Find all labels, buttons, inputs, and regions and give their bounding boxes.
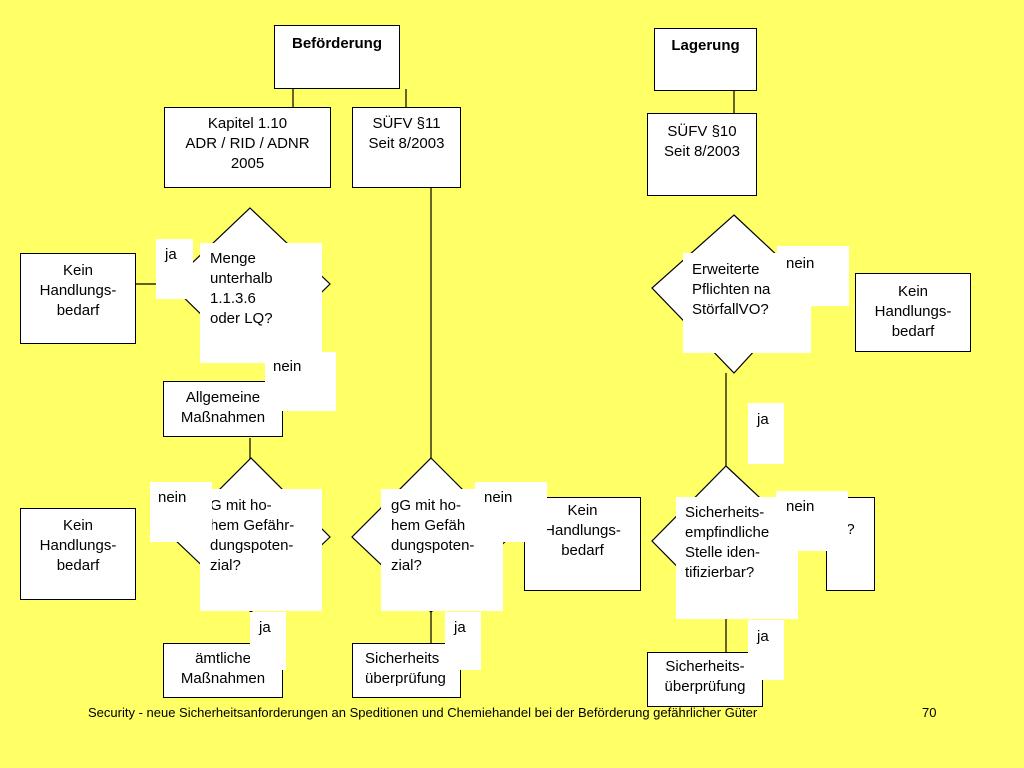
label-nein-2: nein [777, 246, 849, 306]
storage-box: Lagerung [654, 28, 757, 91]
no-action-mid-bottom: Kein Handlungs- bedarf [524, 497, 641, 591]
no-action-left-bottom: Kein Handlungs- bedarf [20, 508, 136, 600]
label-ja-3: ja [250, 612, 286, 670]
suefv11-box: SÜFV §11 Seit 8/2003 [352, 107, 461, 188]
security-check-mid-text: Sicherheits überprüfung [365, 650, 446, 687]
general-measures-text: Allgemeine Maßnahmen [180, 389, 266, 426]
label-ja-1: ja [156, 239, 193, 299]
question-dangerous-left: G mit ho- hem Gefähr- dungspoten- zial? [200, 489, 322, 611]
no-action-right-top: Kein Handlungs- bedarf [855, 273, 971, 352]
label-nein-3: nein [150, 482, 212, 542]
label-nein-4: nein [475, 482, 547, 542]
no-action-right-top-text: Kein Handlungs- bedarf [874, 283, 952, 340]
slide-footer: Security - neue Sicherheitsanforderungen… [88, 705, 758, 720]
chapter-box: Kapitel 1.10 ADR / RID / ADNR 2005 [164, 107, 331, 188]
no-action-mid-bottom-text: Kein Handlungs- bedarf [544, 502, 621, 559]
suefv10-text: SÜFV §10 Seit 8/2003 [664, 123, 740, 160]
page-number: 70 [922, 705, 937, 720]
security-check-mid-box: Sicherheits überprüfung [352, 643, 461, 698]
label-ja-5: ja [748, 620, 784, 680]
no-action-left-bottom-text: Kein Handlungs- bedarf [39, 517, 117, 574]
transport-box: Beförderung [274, 25, 400, 89]
storage-title: Lagerung [671, 37, 740, 54]
label-ja-2: ja [748, 403, 784, 464]
suefv11-text: SÜFV §11 Seit 8/2003 [368, 115, 445, 152]
security-check-right-text: Sicherheits- überprüfung [664, 658, 746, 695]
security-check-right-box: Sicherheits- überprüfung [647, 652, 763, 707]
suefv10-box: SÜFV §10 Seit 8/2003 [647, 113, 757, 196]
no-action-left-top: Kein Handlungs- bedarf [20, 253, 136, 344]
general-measures-box: Allgemeine Maßnahmen [163, 381, 283, 437]
label-nein-1: nein [265, 352, 336, 411]
no-action-left-top-text: Kein Handlungs- bedarf [39, 262, 117, 319]
label-ja-4: ja [445, 612, 481, 670]
transport-title: Beförderung [292, 35, 382, 52]
question-quantity: Menge unterhalb 1.1.3.6 oder LQ? [200, 243, 322, 363]
special-measures-text: ämtliche Maßnahmen [180, 650, 266, 687]
label-nein-5: nein [776, 491, 848, 551]
chapter-text: Kapitel 1.10 ADR / RID / ADNR 2005 [185, 115, 310, 172]
fragment-text: ? [846, 521, 855, 538]
